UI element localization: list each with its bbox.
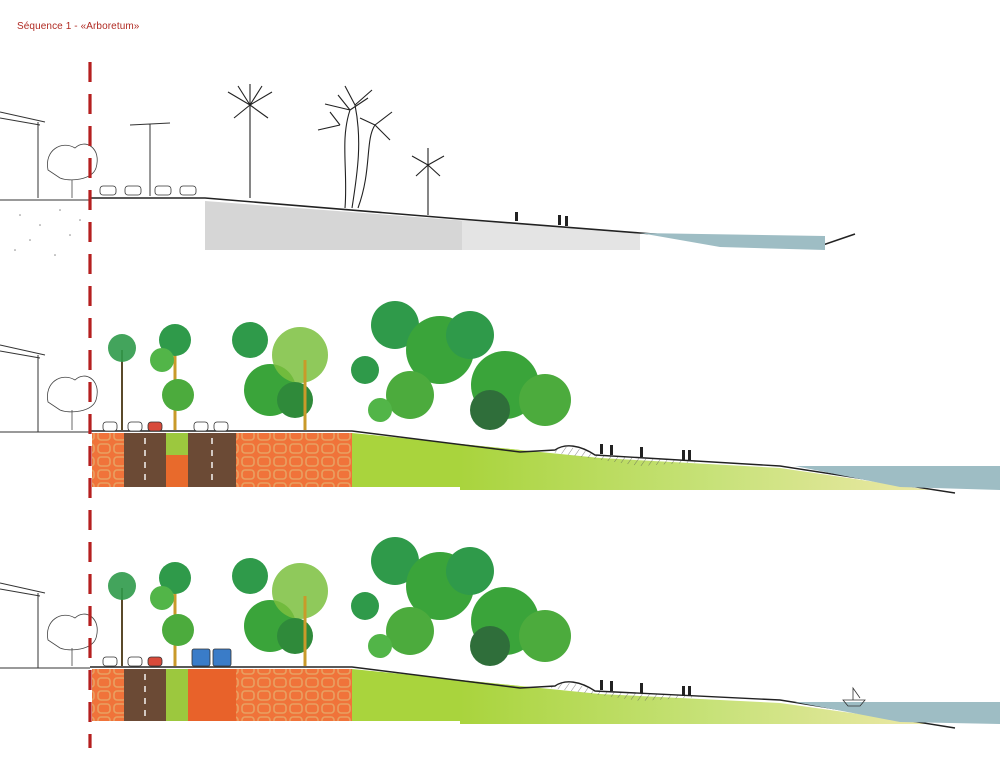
median-planting — [166, 669, 188, 721]
building-outline — [0, 582, 90, 669]
tree-canopy-b — [108, 537, 571, 666]
sea-proposal-b — [795, 702, 1000, 724]
pedestrians-existing — [515, 212, 568, 226]
soil-texture — [14, 209, 81, 256]
ground-line-b — [90, 666, 956, 729]
lawn-to-sand — [460, 444, 930, 490]
pavement-left — [92, 433, 124, 487]
lawn-to-sand — [460, 680, 930, 724]
existing-ground-fill-light — [462, 220, 640, 250]
sea-existing — [640, 233, 825, 250]
tree-canopy-a — [108, 301, 571, 430]
pavement-left — [92, 669, 124, 721]
building-outline — [0, 344, 90, 433]
existing-ground-line — [90, 197, 856, 247]
palm-trees-sketch — [227, 84, 445, 215]
pedestrians-a — [600, 444, 691, 460]
street-lamp — [129, 122, 171, 196]
bus-lane — [188, 669, 236, 721]
bus — [191, 648, 211, 667]
promenade-paving — [236, 433, 352, 487]
pedestrians-b — [600, 680, 691, 696]
bus — [212, 648, 232, 667]
section-proposal-a — [0, 301, 1000, 494]
median-grass — [166, 433, 188, 455]
sailboat-sketch — [842, 686, 866, 707]
cars-row — [102, 421, 229, 432]
sequence-title: Séquence 1 - «Arboretum» — [17, 21, 140, 32]
section-proposal-b — [0, 537, 1000, 729]
shrub-sketch — [47, 613, 98, 666]
shrub-sketch — [47, 143, 98, 198]
promenade-paving — [236, 669, 352, 721]
vehicles-row — [102, 648, 232, 667]
building-outline — [0, 111, 90, 201]
dune-hatch — [550, 446, 700, 466]
section-existing — [0, 84, 856, 256]
cars-row — [99, 185, 197, 196]
ground-line-a — [90, 430, 956, 494]
sea-proposal-a — [795, 466, 1000, 490]
dune-hatch — [550, 682, 700, 701]
shrub-sketch — [47, 375, 98, 430]
